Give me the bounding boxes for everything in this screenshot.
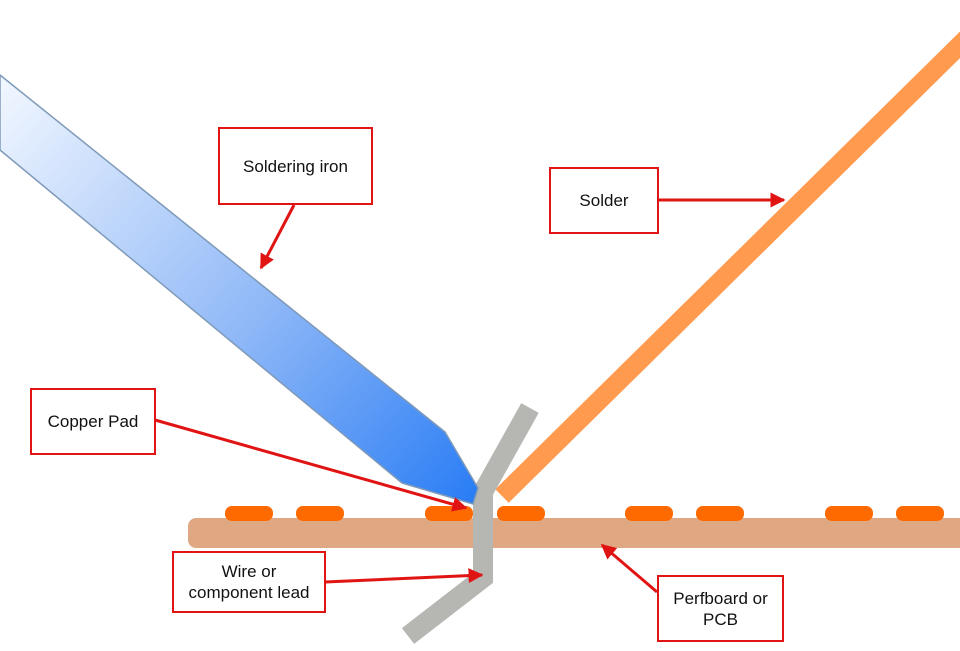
copper-pad-arrow (154, 418, 468, 512)
copper-pad (497, 506, 545, 521)
perfboard-arrow (600, 543, 658, 594)
wire-label: Wire or component lead (172, 551, 326, 613)
solder-wire (495, 31, 960, 503)
component-lead (401, 403, 539, 644)
soldering-iron-arrow (259, 204, 296, 270)
copper-pad (696, 506, 744, 521)
perfboard (188, 518, 960, 548)
soldering-iron-label: Soldering iron (218, 127, 373, 205)
copper-pads (225, 506, 944, 521)
solder-label: Solder (549, 167, 659, 234)
copper-pad-label: Copper Pad (30, 388, 156, 455)
copper-pad (296, 506, 344, 521)
perfboard-label: Perfboard or PCB (657, 575, 784, 642)
wire-arrow (324, 568, 484, 584)
copper-pad (825, 506, 873, 521)
copper-pad (225, 506, 273, 521)
copper-pad (896, 506, 944, 521)
copper-pad (625, 506, 673, 521)
pointer-arrows (154, 192, 786, 594)
soldering-iron (0, 74, 479, 505)
